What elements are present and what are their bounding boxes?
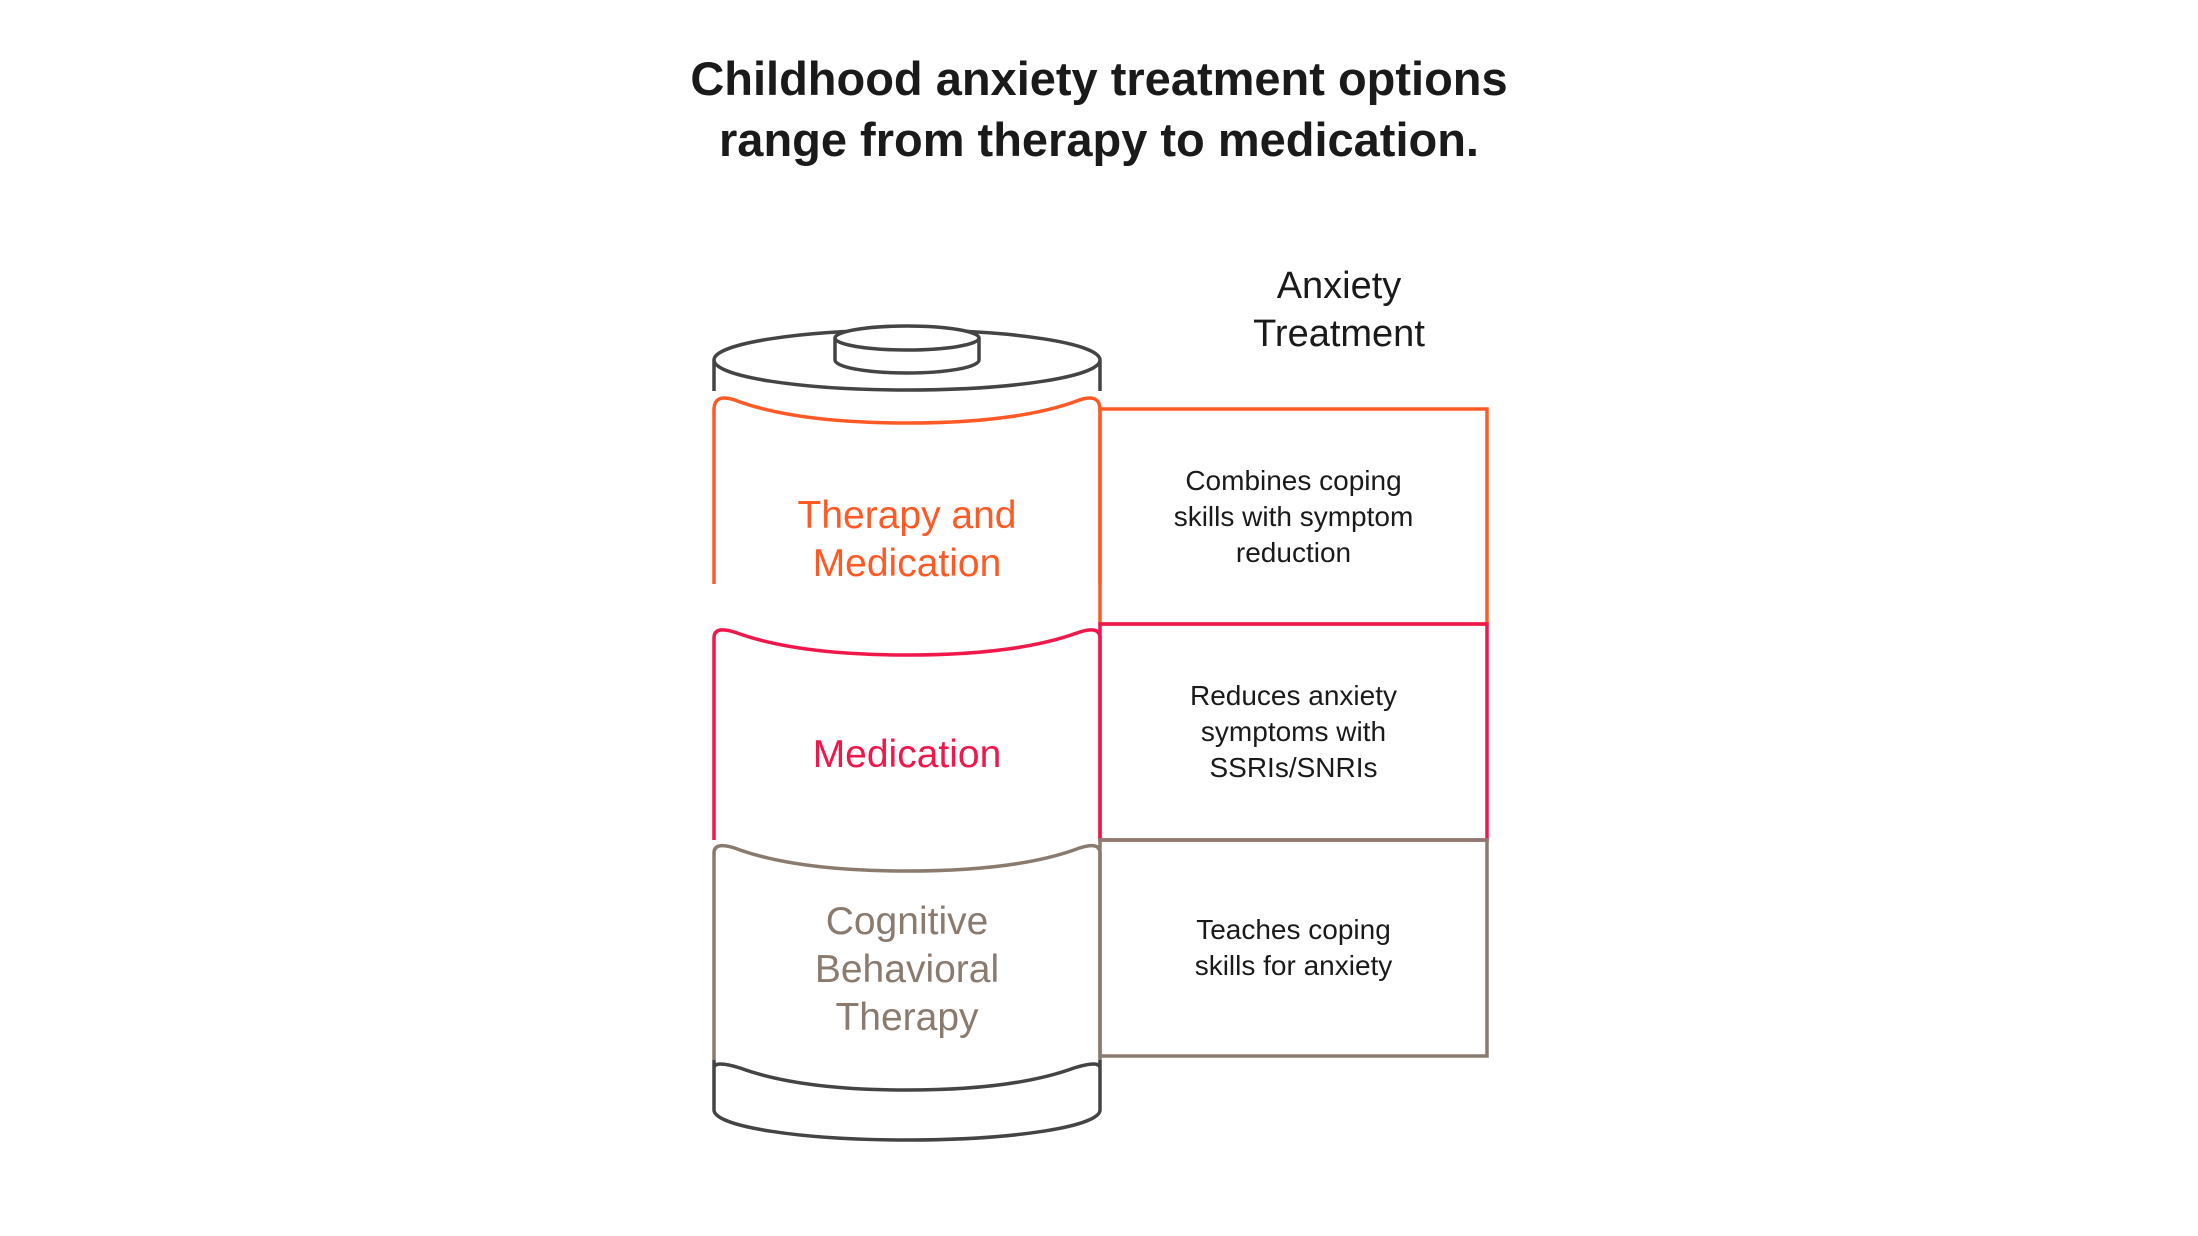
desc-therapy-medication: Combines coping skills with symptom redu… <box>1100 409 1487 624</box>
desc-line: reduction <box>1235 536 1352 568</box>
heading-line: Treatment <box>1253 313 1425 355</box>
page-title: Childhood anxiety treatment options rang… <box>0 48 2198 170</box>
desc-box-cbt <box>1098 838 1489 1058</box>
desc-cbt: Teaches coping skills for anxiety <box>1100 840 1487 1056</box>
segment-medication-shape <box>712 628 1102 840</box>
desc-line: skills for anxiety <box>1194 950 1393 981</box>
battery-terminal-side <box>833 338 981 375</box>
label-cbt: Cognitive Behavioral Therapy <box>714 895 1100 1045</box>
label-line: Medication <box>812 733 1002 776</box>
desc-line: symptoms with <box>1200 716 1387 747</box>
label-medication: Medication <box>714 690 1100 820</box>
label-line: Therapy <box>835 996 979 1039</box>
desc-line: Combines coping <box>1185 464 1402 496</box>
desc-line: Reduces anxiety <box>1189 680 1397 711</box>
label-line: Medication <box>812 542 1002 585</box>
desc-line: Teaches coping <box>1196 914 1391 945</box>
diagram-heading: Anxiety Treatment <box>1189 262 1489 358</box>
desc-medication: Reduces anxiety symptoms with SSRIs/SNRI… <box>1100 624 1487 840</box>
segment-therapy-medication-shape <box>712 396 1102 584</box>
desc-line: SSRIs/SNRIs <box>1209 752 1378 783</box>
label-therapy-medication: Therapy and Medication <box>714 450 1100 630</box>
battery-bottom <box>712 1060 1102 1142</box>
label-line: Cognitive <box>825 900 989 943</box>
heading-line: Anxiety <box>1276 265 1402 307</box>
battery-terminal-top <box>833 324 981 352</box>
segment-cbt-shape <box>712 843 1102 1060</box>
title-line: range from therapy to medication. <box>719 113 1479 166</box>
label-line: Behavioral <box>814 948 1000 991</box>
title-line: Childhood anxiety treatment options <box>690 52 1508 105</box>
label-line: Therapy and <box>797 494 1017 537</box>
desc-line: skills with symptom <box>1173 500 1414 532</box>
